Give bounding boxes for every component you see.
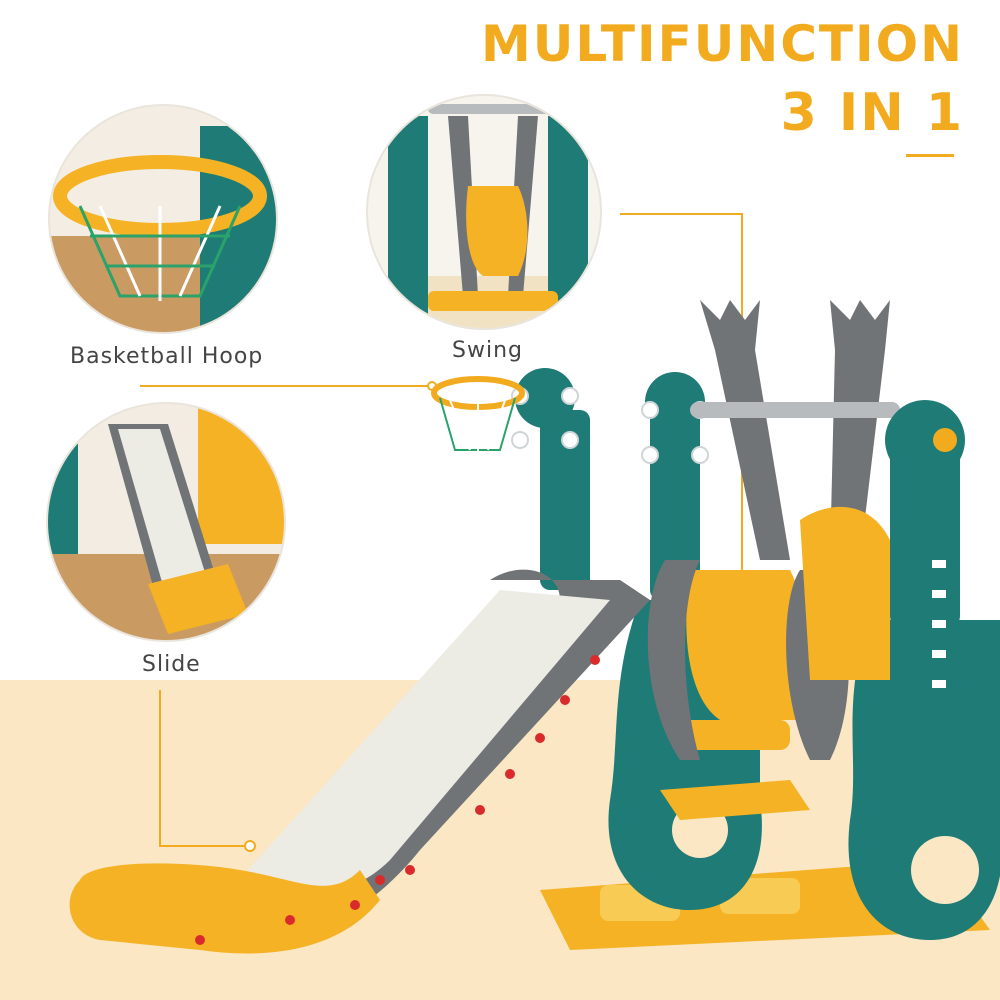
headline-multifunction: MULTIFUNCTION — [480, 15, 964, 73]
detail-circle-swing — [366, 94, 602, 330]
headline-3-in-1: 3 IN 1 — [780, 83, 964, 143]
slide — [69, 569, 650, 954]
back-seat — [800, 506, 890, 680]
swing-frames — [700, 300, 890, 560]
headline-underline — [906, 154, 954, 157]
hoop-small — [431, 376, 525, 452]
guitar-frets — [932, 560, 946, 688]
guitar-peg-yellow — [933, 428, 957, 452]
back-pillars — [515, 368, 705, 600]
guitar-sound-hole — [911, 836, 979, 904]
basketball-hoop-icon — [50, 124, 276, 332]
swing-callout-line — [620, 213, 743, 732]
swing-seat-icon — [368, 104, 600, 328]
slide-callout-dot — [244, 840, 256, 852]
callout-basketball-hoop: Basketball Hoop — [70, 344, 264, 369]
slide-bolts — [195, 655, 600, 945]
detail-circle-hoop — [48, 104, 278, 334]
detail-circle-slide — [46, 402, 286, 642]
slide-icon — [48, 404, 284, 640]
swing-seat — [660, 570, 811, 820]
callout-lines — [140, 213, 743, 847]
callout-swing: Swing — [452, 338, 523, 363]
headline: MULTIFUNCTION 3 IN 1 — [364, 14, 964, 146]
swing-top-bar — [690, 402, 900, 418]
callout-slide: Slide — [142, 652, 201, 677]
slide-callout-line — [159, 690, 248, 847]
